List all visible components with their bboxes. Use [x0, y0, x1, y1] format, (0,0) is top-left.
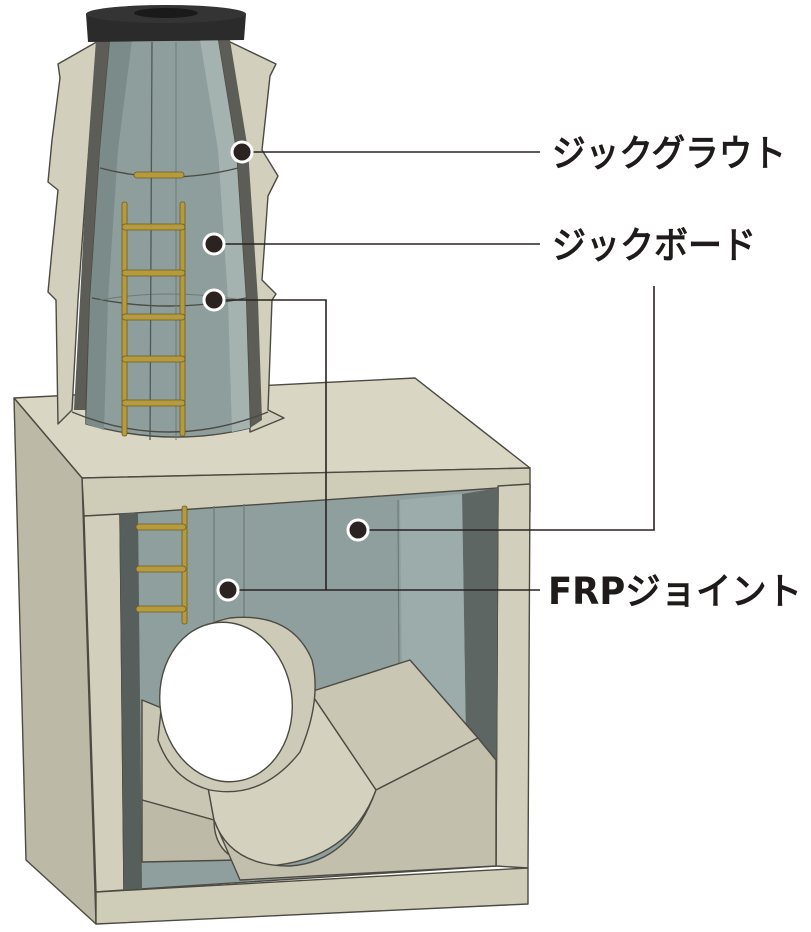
- ladder-rung: [121, 313, 186, 321]
- liner-shade-left: [86, 40, 132, 430]
- ladder-rung: [121, 223, 186, 231]
- ladder-rung: [135, 523, 187, 531]
- lower-ladder: [135, 505, 188, 625]
- label-grout: ジックグラウト: [552, 132, 786, 175]
- ladder-rung: [121, 399, 186, 407]
- upper-ladder: [121, 201, 186, 437]
- bench-and-channel: [141, 616, 497, 881]
- ladder-rung: [121, 269, 186, 277]
- leader-frp: [214, 299, 540, 591]
- marker-grout: [230, 140, 254, 164]
- joint-curve-inner: [99, 293, 243, 301]
- joint-curve: [91, 297, 247, 307]
- box-right-pillar: [495, 483, 531, 869]
- ladder-rung: [135, 565, 187, 573]
- marker-board: [202, 232, 226, 256]
- ladder-rung-top: [133, 171, 185, 179]
- channel-front: [213, 737, 497, 881]
- ladder-rail: [181, 505, 188, 625]
- lid-opening: [134, 8, 198, 18]
- shaft: [47, 5, 285, 441]
- label-frp: FRPジョイント: [548, 570, 802, 613]
- label-board: ジックボード: [552, 224, 756, 267]
- marker-board-lower: [346, 518, 370, 542]
- leader-board-lower: [358, 286, 655, 531]
- ladder-rung: [135, 605, 187, 613]
- liner-shade-right: [200, 40, 250, 432]
- marker-frp-lower: [216, 578, 240, 602]
- pipe-opening: [159, 621, 293, 783]
- marker-frp-upper: [202, 288, 226, 312]
- ladder-rung: [121, 355, 186, 363]
- shaft-base-ring: [71, 411, 269, 433]
- liner-seam: [149, 41, 153, 441]
- callouts: ジックグラウト ジックボード FRPジョイント: [202, 132, 802, 613]
- box-bottom-slab: [95, 867, 529, 925]
- grout-right: [218, 40, 262, 428]
